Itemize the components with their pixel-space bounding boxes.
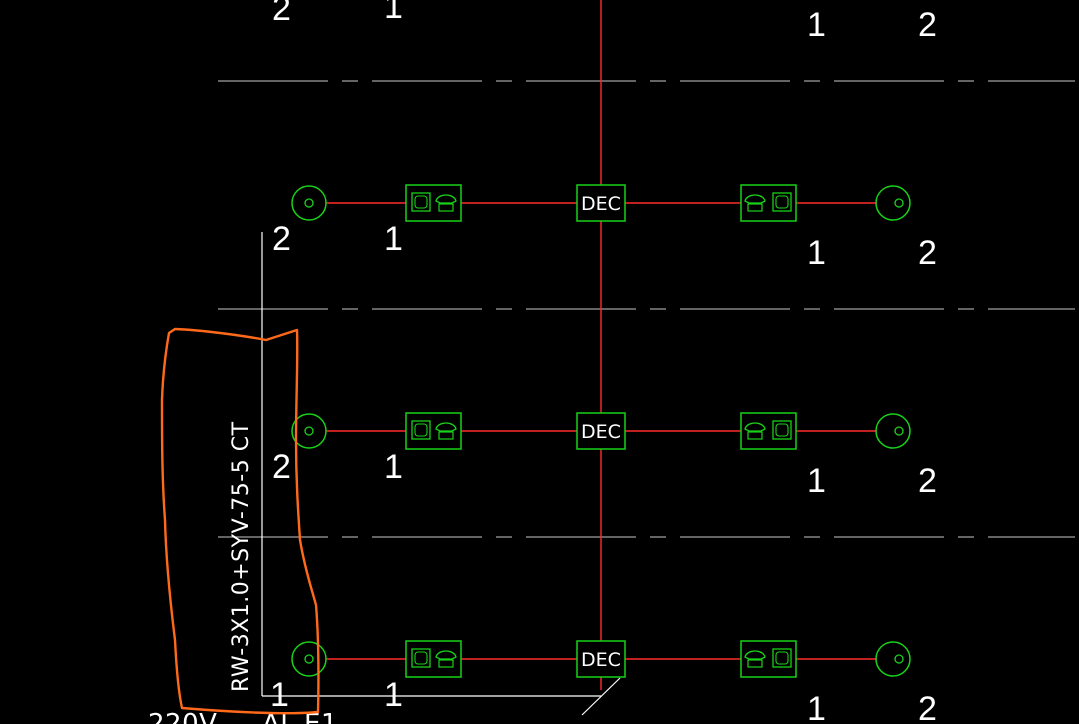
tv-phone-socket-icon[interactable] [740, 412, 797, 450]
label-row3-left-1: 1 [384, 676, 403, 714]
bottom-partial-label: 220V [148, 709, 217, 724]
label-row1-right-2: 2 [918, 234, 937, 272]
dec-label: DEC [581, 421, 621, 443]
cable-spec-label: RW-3X1.0+SYV-75-5 CT [229, 421, 254, 692]
label-top-left-1: 1 [384, 0, 403, 26]
dashed-separators [218, 80, 1075, 538]
label-row1-right-1: 1 [807, 234, 826, 272]
label-row2-left-2: 2 [272, 448, 291, 486]
tv-phone-socket-icon[interactable] [740, 640, 797, 678]
symbol-group: DEC DEC DEC [291, 184, 911, 678]
symbol-row-1: DEC [291, 184, 911, 222]
dec-label: DEC [581, 649, 621, 671]
tv-phone-socket-icon[interactable] [405, 412, 462, 450]
label-row1-left-2: 2 [272, 220, 291, 258]
cable-diagonal-tick [581, 677, 621, 716]
hand-drawn-annotation-outline [160, 327, 320, 715]
label-top-left-2: 2 [272, 0, 291, 28]
dec-box[interactable]: DEC [576, 412, 626, 450]
label-row3-right-1: 1 [807, 690, 826, 724]
label-row3-left-1a: 1 [270, 676, 289, 714]
label-top-right-1: 1 [807, 6, 826, 44]
outlet-circle-icon[interactable] [875, 413, 911, 449]
label-row2-right-1: 1 [807, 462, 826, 500]
label-row1-left-1: 1 [384, 220, 403, 258]
tv-phone-socket-icon[interactable] [405, 640, 462, 678]
dec-box[interactable]: DEC [576, 640, 626, 678]
terminal-labels: 2 1 1 2 2 1 1 2 2 1 1 2 1 1 1 2 [270, 0, 937, 724]
outlet-circle-icon[interactable] [875, 185, 911, 221]
label-top-right-2: 2 [918, 6, 937, 44]
symbol-row-3: DEC [291, 640, 911, 678]
outlet-circle-icon[interactable] [291, 413, 327, 449]
dec-box[interactable]: DEC [576, 184, 626, 222]
label-row2-right-2: 2 [918, 462, 937, 500]
label-row2-left-1: 1 [384, 448, 403, 486]
label-row3-right-2: 2 [918, 690, 937, 724]
outlet-circle-icon[interactable] [291, 185, 327, 221]
outlet-circle-icon[interactable] [875, 641, 911, 677]
tv-phone-socket-icon[interactable] [740, 184, 797, 222]
bottom-partial-label-tail: AL E1 [262, 709, 338, 724]
dec-label: DEC [581, 193, 621, 215]
tv-phone-socket-icon[interactable] [405, 184, 462, 222]
symbol-row-2: DEC [291, 412, 911, 450]
outlet-circle-icon[interactable] [291, 641, 327, 677]
